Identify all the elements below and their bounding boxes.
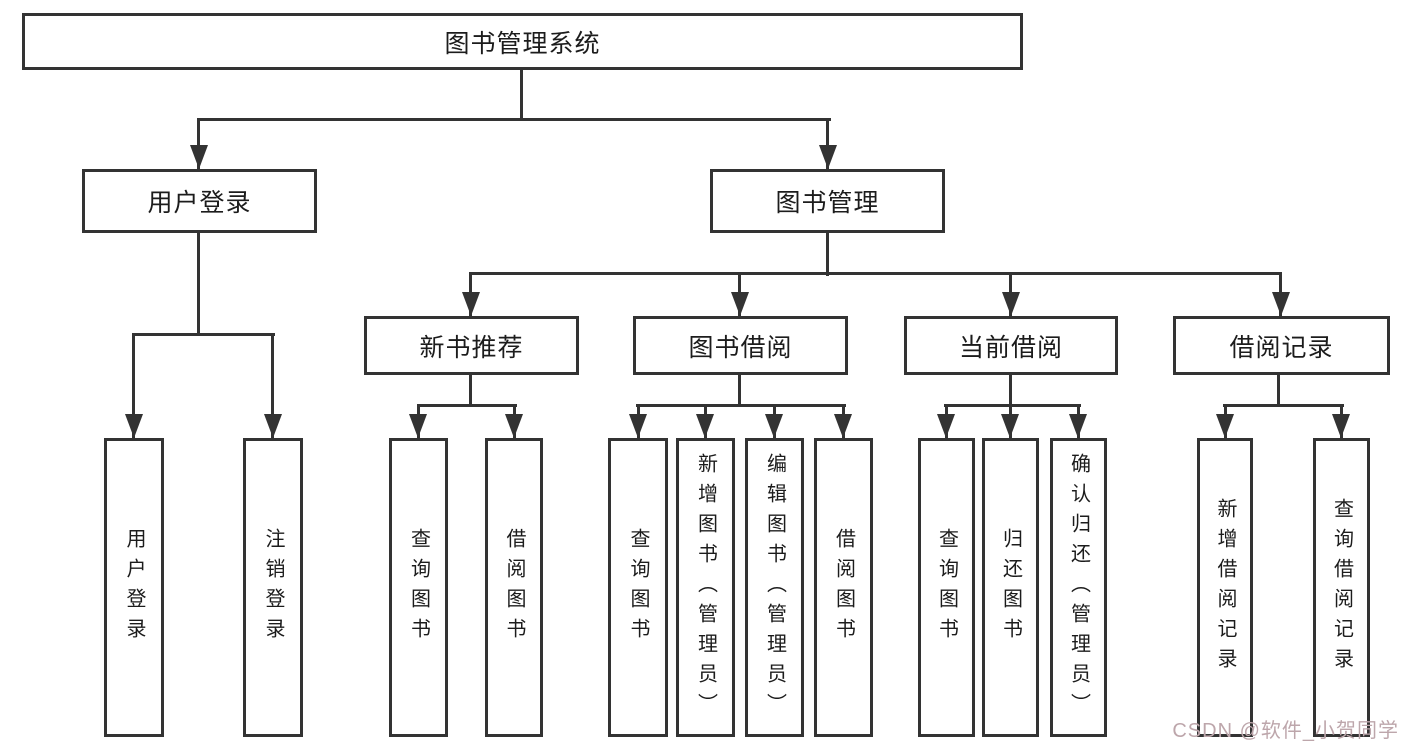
connector-line bbox=[197, 118, 200, 169]
connector-line bbox=[944, 404, 1081, 407]
leaf-logout: 注销登录 bbox=[243, 438, 303, 737]
leaf-add-borrow-record: 新增借阅记录 bbox=[1197, 438, 1253, 737]
arrow-down-icon bbox=[264, 414, 282, 438]
node-label: 用户登录 bbox=[123, 527, 145, 648]
connector-line bbox=[1277, 374, 1280, 407]
arrow-down-icon bbox=[462, 292, 480, 316]
arrow-down-icon bbox=[1332, 414, 1350, 438]
arrow-down-icon bbox=[1002, 292, 1020, 316]
connector-line bbox=[132, 333, 275, 336]
node-current-borrow: 当前借阅 bbox=[904, 316, 1118, 375]
connector-line bbox=[132, 333, 135, 438]
node-label: 新增图书（管理员） bbox=[694, 452, 717, 723]
node-label: 图书管理 bbox=[775, 189, 880, 217]
node-book-borrow: 图书借阅 bbox=[633, 316, 848, 375]
arrow-down-icon bbox=[409, 414, 427, 438]
node-label: 新增借阅记录 bbox=[1214, 497, 1236, 678]
connector-line bbox=[826, 232, 829, 276]
arrow-down-icon bbox=[1216, 414, 1234, 438]
node-label: 用户登录 bbox=[147, 189, 252, 217]
connector-line bbox=[636, 404, 846, 407]
arrow-down-icon bbox=[731, 292, 749, 316]
node-label: 注销登录 bbox=[262, 527, 284, 648]
arrow-down-icon bbox=[505, 414, 523, 438]
leaf-query-books-recommend: 查询图书 bbox=[389, 438, 448, 737]
connector-line bbox=[197, 118, 831, 121]
leaf-edit-books-admin: 编辑图书（管理员） bbox=[745, 438, 804, 737]
connector-line bbox=[197, 232, 200, 336]
node-label: 归还图书 bbox=[999, 527, 1022, 648]
node-label: 当前借阅 bbox=[958, 333, 1063, 362]
leaf-confirm-return-admin: 确认归还（管理员） bbox=[1050, 438, 1107, 737]
node-label: 借阅图书 bbox=[503, 527, 525, 648]
node-label: 查询图书 bbox=[627, 527, 649, 648]
leaf-return-books: 归还图书 bbox=[982, 438, 1039, 737]
leaf-user-login: 用户登录 bbox=[104, 438, 164, 737]
connector-line bbox=[469, 374, 472, 407]
connector-line bbox=[738, 374, 741, 407]
leaf-query-books-current: 查询图书 bbox=[918, 438, 975, 737]
node-label: 确认归还（管理员） bbox=[1067, 452, 1090, 723]
node-label: 查询图书 bbox=[407, 527, 430, 648]
connector-line bbox=[417, 404, 517, 407]
leaf-add-books-admin: 新增图书（管理员） bbox=[676, 438, 735, 737]
node-root-library-system: 图书管理系统 bbox=[22, 13, 1023, 70]
csdn-watermark: CSDN @软件_小贺同学 bbox=[1172, 720, 1399, 742]
leaf-query-borrow-record: 查询借阅记录 bbox=[1313, 438, 1370, 737]
node-label: 图书管理系统 bbox=[444, 29, 601, 58]
connector-line bbox=[520, 69, 523, 120]
arrow-down-icon bbox=[819, 145, 837, 169]
arrow-down-icon bbox=[1069, 414, 1087, 438]
node-label: 新书推荐 bbox=[419, 333, 524, 362]
node-label: 图书借阅 bbox=[688, 333, 793, 362]
node-label: 借阅图书 bbox=[832, 527, 855, 648]
connector-line bbox=[469, 272, 1282, 275]
node-label: 编辑图书（管理员） bbox=[763, 452, 786, 723]
arrow-down-icon bbox=[834, 414, 852, 438]
arrow-down-icon bbox=[765, 414, 783, 438]
node-user-login: 用户登录 bbox=[82, 169, 317, 233]
leaf-borrow-books: 借阅图书 bbox=[814, 438, 873, 737]
leaf-query-books-borrow: 查询图书 bbox=[608, 438, 668, 737]
arrow-down-icon bbox=[629, 414, 647, 438]
connector-line bbox=[1009, 374, 1012, 407]
node-label: 查询图书 bbox=[935, 527, 958, 648]
node-book-management: 图书管理 bbox=[710, 169, 945, 233]
arrow-down-icon bbox=[190, 145, 208, 169]
arrow-down-icon bbox=[696, 414, 714, 438]
arrow-down-icon bbox=[937, 414, 955, 438]
node-borrow-records: 借阅记录 bbox=[1173, 316, 1390, 375]
connector-line bbox=[826, 118, 829, 169]
connector-line bbox=[271, 333, 274, 438]
connector-line bbox=[1223, 404, 1344, 407]
node-label: 查询借阅记录 bbox=[1330, 497, 1353, 678]
arrow-down-icon bbox=[1001, 414, 1019, 438]
node-new-book-recommend: 新书推荐 bbox=[364, 316, 579, 375]
arrow-down-icon bbox=[125, 414, 143, 438]
leaf-borrow-books-recommend: 借阅图书 bbox=[485, 438, 543, 737]
arrow-down-icon bbox=[1272, 292, 1290, 316]
node-label: 借阅记录 bbox=[1229, 333, 1334, 362]
